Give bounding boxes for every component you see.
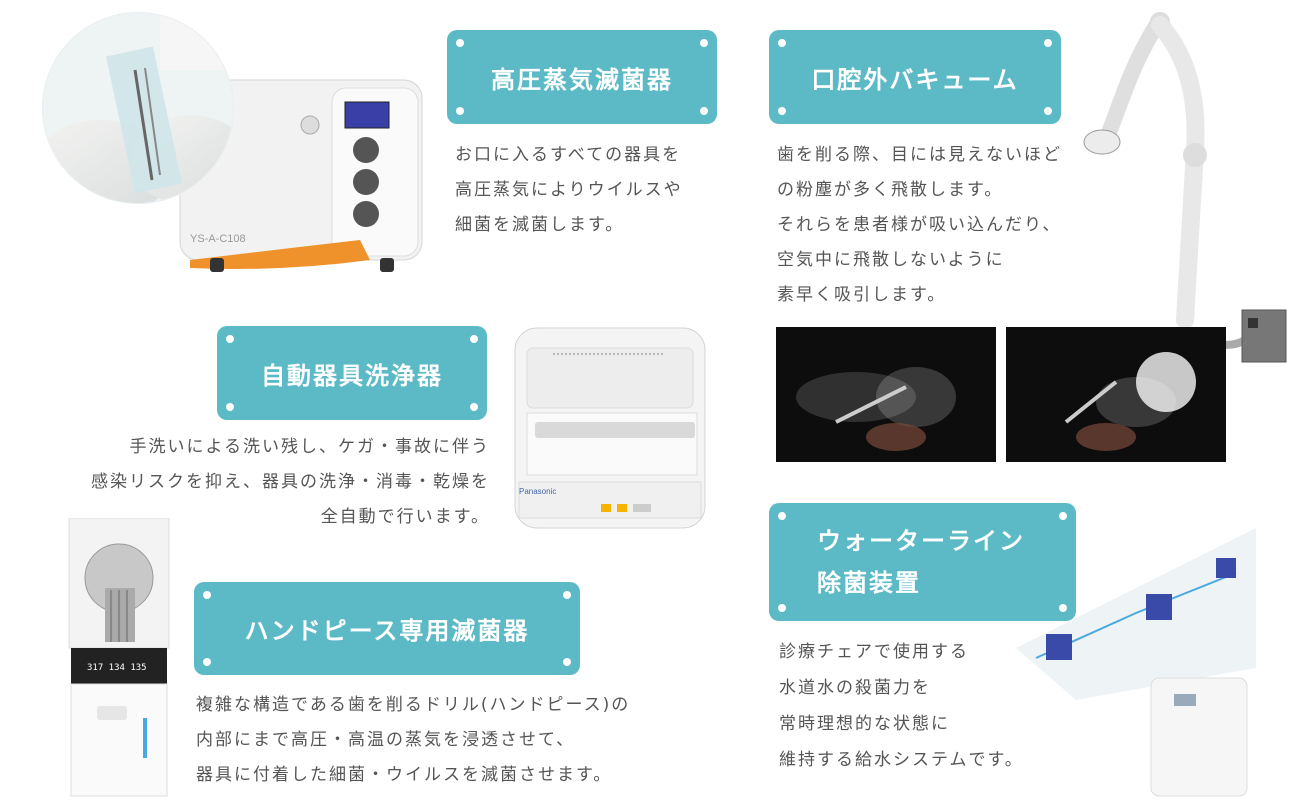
- autoclave-title: 高圧蒸気滅菌器: [491, 65, 673, 94]
- vacuum-arm-image: [1083, 12, 1287, 363]
- vacuum-demo-photo-2: [1006, 327, 1226, 462]
- waterline-desc-line: 常時理想的な状態に: [779, 714, 950, 734]
- waterline-title-line1: ウォーターライン: [817, 527, 1025, 555]
- autoclave-desc-line: お口に入るすべての器具を: [455, 145, 682, 165]
- handpiece-title-label: ハンドピース専用滅菌器: [194, 582, 580, 675]
- svg-text:317 134 135: 317 134 135: [87, 663, 147, 673]
- vacuum-desc-line: の粉塵が多く飛散します。: [777, 180, 1004, 200]
- autoclave-title-label: 高圧蒸気滅菌器: [447, 30, 717, 124]
- washer-description: 手洗いによる洗い残し、ケガ・事故に伴う 感染リスクを抑え、器具の洗浄・消毒・乾燥…: [91, 430, 490, 535]
- autoclave-desc-line: 細菌を滅菌します。: [455, 215, 625, 235]
- waterline-desc-line: 維持する給水システムです。: [779, 750, 1024, 770]
- vacuum-demo-photo-1: [776, 327, 996, 462]
- handpiece-desc-line: 器具に付着した細菌・ウイルスを滅菌させます。: [196, 765, 613, 785]
- handpiece-description: 複雑な構造である歯を削るドリル(ハンドピース)の 内部にまで高圧・高温の蒸気を浸…: [196, 688, 630, 793]
- vacuum-desc-line: 素早く吸引します。: [777, 285, 947, 305]
- vacuum-desc-line: 空気中に飛散しないように: [777, 250, 1005, 270]
- vacuum-title-label: 口腔外バキューム: [769, 30, 1061, 124]
- dishwasher-image: Panasonic: [514, 327, 706, 529]
- washer-title-label: 自動器具洗浄器: [217, 326, 487, 420]
- washer-desc-line: 手洗いによる洗い残し、ケガ・事故に伴う: [129, 437, 490, 457]
- handpiece-title: ハンドピース専用滅菌器: [244, 617, 530, 645]
- vacuum-desc-line: 歯を削る際、目には見えないほど: [777, 145, 1062, 165]
- vacuum-desc-line: それらを患者様が吸い込んだり、: [777, 215, 1062, 235]
- waterline-description: 診療チェアで使用する 水道水の殺菌力を 常時理想的な状態に 維持する給水システム…: [779, 634, 1024, 778]
- waterline-desc-line: 診療チェアで使用する: [779, 642, 969, 662]
- waterline-diagram-image: [1016, 528, 1256, 797]
- handpiece-desc-line: 複雑な構造である歯を削るドリル(ハンドピース)の: [196, 695, 631, 715]
- waterline-title-label: ウォーターライン 除菌装置: [769, 503, 1076, 621]
- autoclave-model-label: YS-A-C108: [190, 233, 246, 245]
- washer-title: 自動器具洗浄器: [261, 361, 443, 390]
- vacuum-description: 歯を削る際、目には見えないほど の粉塵が多く飛散します。 それらを患者様が吸い込…: [777, 138, 1062, 313]
- autoclave-desc-line: 高圧蒸気によりウイルスや: [455, 180, 683, 200]
- vacuum-title: 口腔外バキューム: [811, 65, 1019, 94]
- dishwasher-brand-label: Panasonic: [519, 487, 556, 496]
- handpiece-sterilizer-image: 317 134 135: [68, 518, 170, 797]
- handpiece-desc-line: 内部にまで高圧・高温の蒸気を浸透させて、: [196, 730, 576, 750]
- waterline-title-line2: 除菌装置: [817, 569, 921, 597]
- autoclave-description: お口に入るすべての器具を 高圧蒸気によりウイルスや 細菌を滅菌します。: [455, 138, 683, 243]
- autoclave-image: YS-A-C108: [42, 12, 423, 272]
- washer-desc-line: 全自動で行います。: [320, 507, 490, 527]
- washer-desc-line: 感染リスクを抑え、器具の洗浄・消毒・乾燥を: [91, 472, 490, 492]
- waterline-desc-line: 水道水の殺菌力を: [779, 678, 931, 698]
